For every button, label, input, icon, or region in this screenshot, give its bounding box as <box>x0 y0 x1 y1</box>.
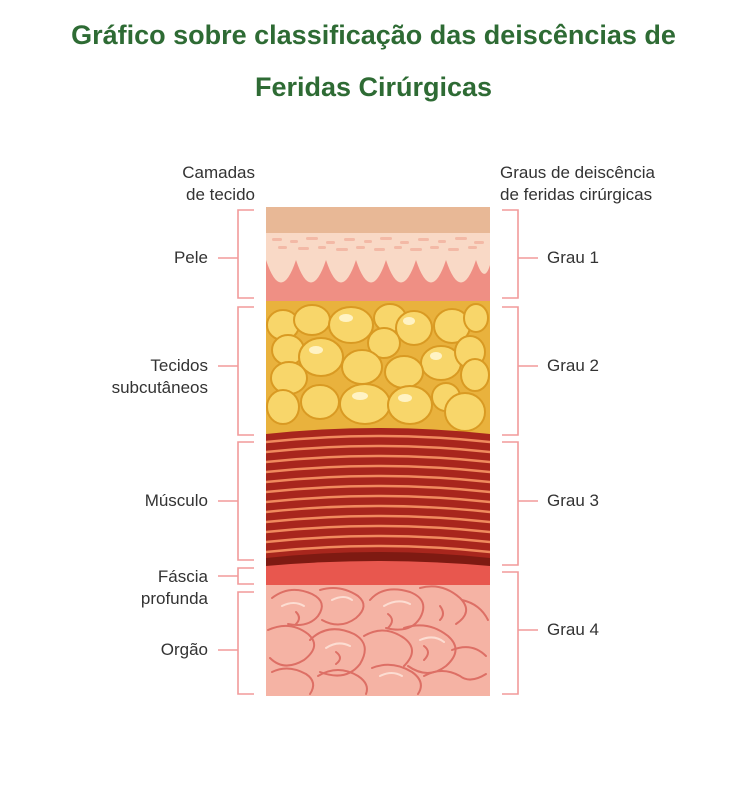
right-header-line-1: Graus de deiscência <box>500 163 655 182</box>
label-fascia-profunda: Fáscia profunda <box>100 566 208 610</box>
bracket-pele <box>218 209 254 299</box>
left-header: Camadas de tecido <box>150 162 255 206</box>
label-grau-1: Grau 1 <box>547 248 599 267</box>
label-orgao: Orgão <box>160 640 208 659</box>
label-grau-4: Grau 4 <box>547 620 599 639</box>
fascia-layer <box>266 561 490 592</box>
label-fascia-line-1: Fáscia <box>157 567 208 586</box>
label-grau-3: Grau 3 <box>547 491 599 510</box>
right-header-line-2: de feridas cirúrgicas <box>500 185 653 204</box>
muscle-layer <box>266 428 490 572</box>
label-fascia-line-2: profunda <box>140 589 208 608</box>
bracket-orgao <box>218 591 254 695</box>
left-header-line-2: de tecido <box>186 185 255 204</box>
left-header-line-1: Camadas <box>182 163 255 182</box>
bracket-grau-2 <box>502 306 538 436</box>
left-brackets <box>218 209 254 695</box>
subcutaneous-fat-layer <box>266 301 490 435</box>
right-brackets <box>502 209 538 695</box>
organ-layer <box>266 585 490 696</box>
skin-layer <box>266 207 490 303</box>
tissue-column <box>266 207 490 696</box>
bracket-subcutaneo <box>218 306 254 436</box>
bracket-musculo <box>218 441 254 561</box>
bracket-grau-1 <box>502 209 538 299</box>
bracket-grau-3 <box>502 441 538 566</box>
label-grau-2: Grau 2 <box>547 356 599 375</box>
bracket-grau-4 <box>502 571 538 695</box>
label-tecidos-subcutaneos: Tecidos subcutâneos <box>60 355 208 399</box>
label-subcutaneo-line-2: subcutâneos <box>111 378 208 397</box>
label-subcutaneo-line-1: Tecidos <box>150 356 208 375</box>
label-musculo: Músculo <box>144 491 208 510</box>
bracket-fascia <box>218 567 254 585</box>
label-pele: Pele <box>173 248 208 267</box>
diagram-title-line-1: Gráfico sobre classificação das deiscênc… <box>71 20 676 50</box>
diagram-title-line-2: Feridas Cirúrgicas <box>254 72 493 102</box>
right-header: Graus de deiscência de feridas cirúrgica… <box>500 162 700 206</box>
